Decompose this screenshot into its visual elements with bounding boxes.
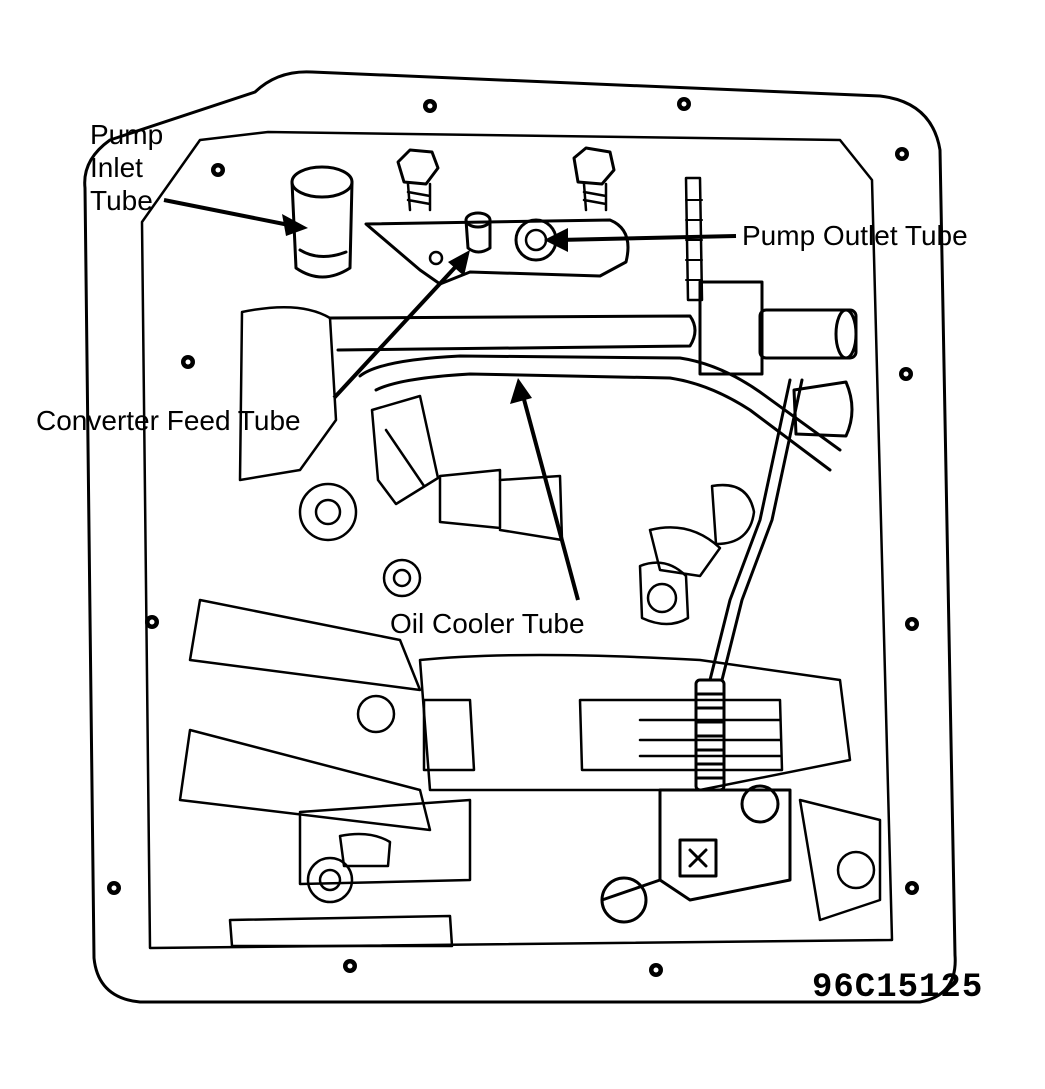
- oil-cooler-tube-label: Oil Cooler Tube: [390, 608, 585, 639]
- pump-inlet-tube-label-line-3: Tube: [90, 185, 153, 216]
- valve-body-details: [178, 305, 882, 948]
- converter-feed-tube-label: Converter Feed Tube: [36, 405, 301, 436]
- manual-valve-linkage: [600, 378, 804, 924]
- pan-bolt-holes: [107, 97, 919, 977]
- bracket-hole: [428, 250, 444, 266]
- leader-pump-inlet: [163, 198, 308, 236]
- figure-id: 96C15125: [812, 969, 984, 1007]
- pump-inlet-tube-label: Pump Inlet Tube: [90, 118, 163, 217]
- tube-fittings-right: [684, 176, 858, 438]
- pump-inlet-tube-label-line-1: Pump: [90, 119, 164, 150]
- leader-converter-feed: [332, 250, 470, 400]
- top-bolt-right: [572, 146, 616, 212]
- pump-outlet-tube-label: Pump Outlet Tube: [742, 220, 968, 251]
- oil-pan-flange: [83, 70, 957, 1004]
- oil-pan-inner-lip: [140, 130, 894, 950]
- pump-inlet-tube-label-line-2: Inlet: [90, 152, 143, 183]
- leader-oil-cooler: [510, 378, 580, 601]
- oil-cooler-tube: [328, 314, 842, 472]
- converter-feed-tube-stub: [464, 211, 492, 254]
- pump-inlet-tube: [290, 165, 354, 279]
- tube-bracket: [364, 218, 630, 286]
- top-bolt-left: [396, 148, 440, 212]
- leader-pump-outlet: [544, 228, 737, 252]
